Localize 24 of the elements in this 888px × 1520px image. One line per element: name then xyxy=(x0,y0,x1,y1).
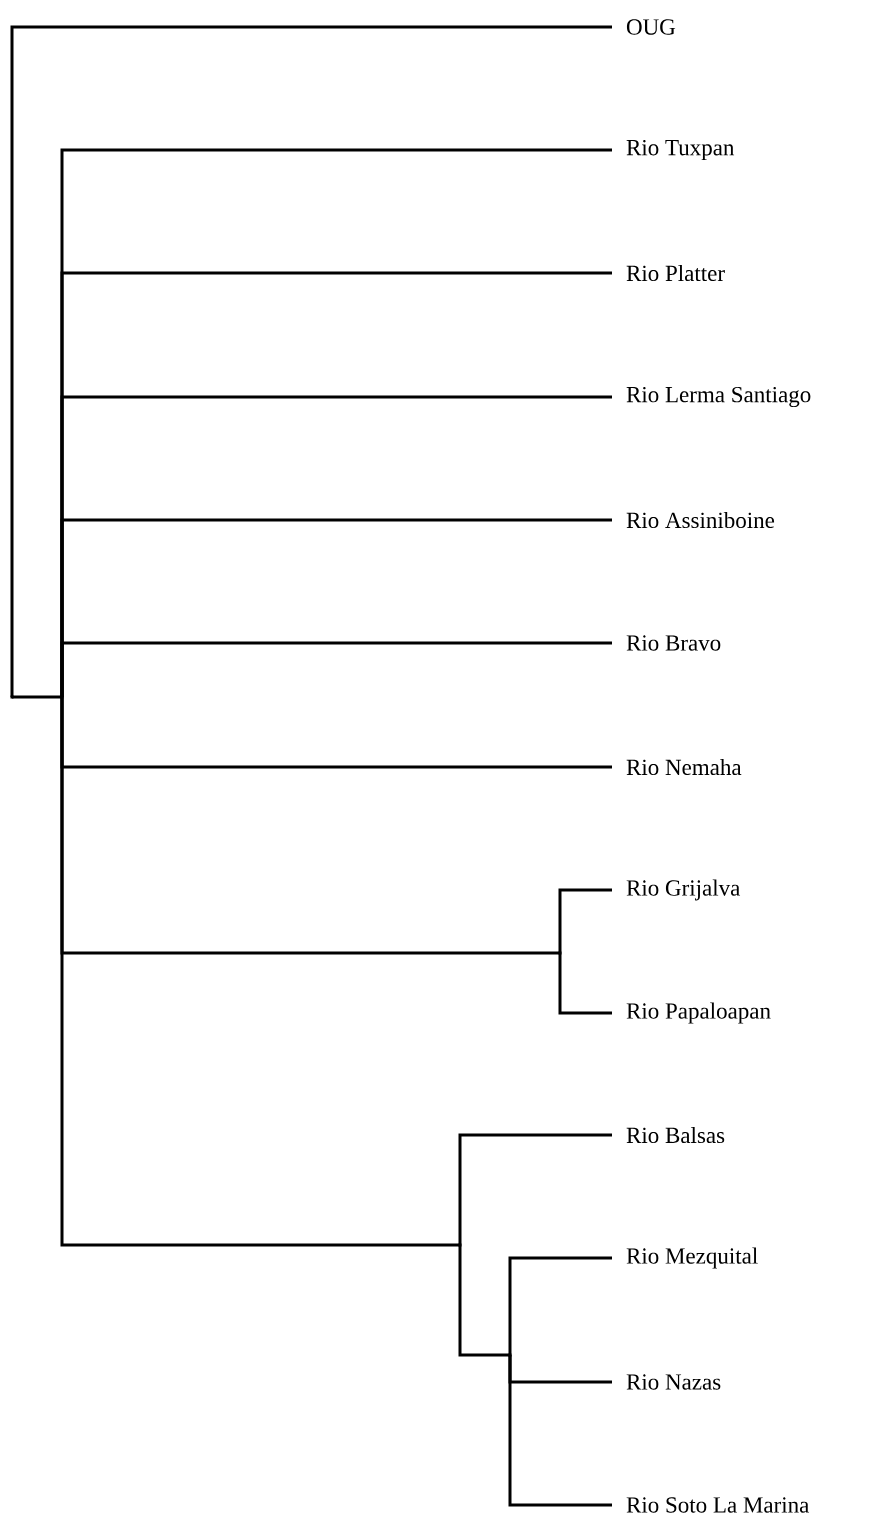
tree-branch xyxy=(558,888,612,953)
tree-branch xyxy=(508,1256,612,1355)
tree-branch xyxy=(12,695,62,699)
branch-point xyxy=(10,695,14,699)
tree-branch xyxy=(558,953,612,1015)
taxon-label: Rio Bravo xyxy=(626,635,721,651)
taxon-label: Rio Assiniboine xyxy=(626,511,775,529)
tree-branch xyxy=(508,1355,612,1507)
taxon-label: Rio Grijalva xyxy=(626,879,741,901)
tree-branch xyxy=(60,697,460,1247)
taxon-label: Rio Soto La Marina xyxy=(626,1497,810,1513)
taxon-label: Rio Papaloapan xyxy=(626,1002,771,1024)
tree-branch xyxy=(10,25,612,697)
taxon-label: Rio Mezquital xyxy=(626,1247,758,1269)
taxon-label: Rio Tuxpan xyxy=(626,139,735,161)
tree-branch xyxy=(60,641,612,697)
tree-branch xyxy=(458,1245,510,1357)
taxon-label: Rio Platter xyxy=(626,264,725,282)
taxon-label: Rio Balsas xyxy=(626,1126,725,1144)
taxon-label: OUG xyxy=(626,19,676,35)
taxon-label: Rio Nazas xyxy=(626,1374,721,1390)
taxon-label: Rio Lerma Santiago xyxy=(626,386,811,408)
taxon-label: Rio Nemaha xyxy=(626,758,742,776)
tree-branch xyxy=(458,1133,612,1245)
